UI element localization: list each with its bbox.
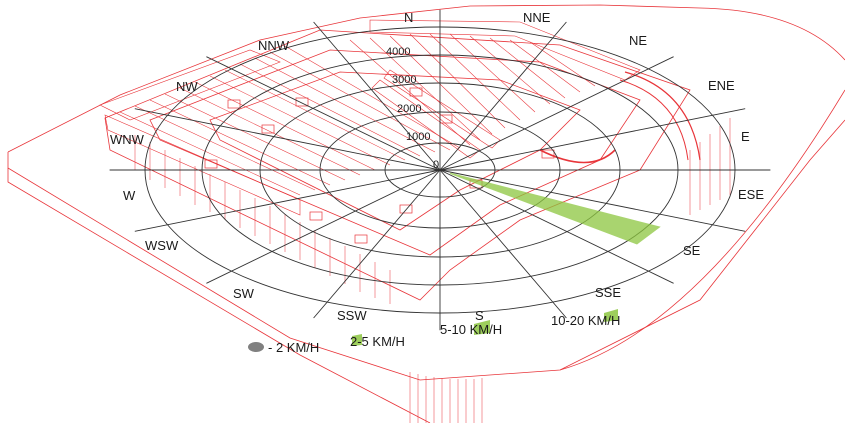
roof-ribs xyxy=(119,33,596,196)
dir-label-se: SE xyxy=(683,243,701,258)
legend-swatch-medium xyxy=(474,320,490,335)
right-columns xyxy=(689,118,731,215)
range-label-2000: 2000 xyxy=(397,103,421,115)
curved-canopy xyxy=(624,71,701,161)
dir-label-ese: ESE xyxy=(738,187,764,202)
spoke-se xyxy=(439,169,674,284)
curved-canopy-arc xyxy=(539,149,616,164)
range-label-0: 0 xyxy=(433,159,439,171)
legend-swatch-small xyxy=(352,334,362,346)
dir-label-ne: NE xyxy=(629,33,647,48)
site-slab-lower xyxy=(7,168,431,423)
wing-lines xyxy=(99,19,641,216)
dir-label-wsw: WSW xyxy=(145,238,179,253)
curved-canopy-inner xyxy=(619,79,689,161)
slab-hatch xyxy=(409,372,483,423)
dir-label-e: E xyxy=(741,129,750,144)
spoke-sse xyxy=(439,169,567,319)
range-labels: 0 1000 2000 3000 4000 xyxy=(386,46,439,171)
dir-label-nnw: NNW xyxy=(258,38,290,53)
legend-label-0-2: - 2 KM/H xyxy=(268,340,319,355)
legend-label-2-5: 2-5 KM/H xyxy=(350,334,405,349)
spoke-nne xyxy=(439,21,567,171)
spoke-nnw xyxy=(313,21,441,171)
spoke-ne xyxy=(439,56,674,171)
spoke-wnw xyxy=(134,108,441,171)
spoke-ene xyxy=(439,108,746,171)
direction-labels: N NNE NE ENE E ESE SE SSE S SSW SW WSW W… xyxy=(110,10,764,323)
range-label-3000: 3000 xyxy=(392,74,416,86)
dir-label-w: W xyxy=(123,188,136,203)
site-slab-top xyxy=(7,4,845,153)
dir-label-ene: ENE xyxy=(708,78,735,93)
dir-label-sw: SW xyxy=(233,286,255,301)
spoke-wsw xyxy=(134,169,441,232)
spoke-ssw xyxy=(313,169,441,319)
dir-label-wnw: WNW xyxy=(110,132,145,147)
wind-speed-legend: - 2 KM/H 2-5 KM/H 5-10 KM/H 10-20 KM/H xyxy=(248,309,620,355)
legend-label-5-10: 5-10 KM/H xyxy=(440,322,502,337)
site-slab-bottom-edge xyxy=(7,119,845,381)
dir-label-nw: NW xyxy=(176,79,198,94)
legend-swatch-dot xyxy=(248,342,264,352)
wind-sector-se xyxy=(449,172,661,245)
range-label-1000: 1000 xyxy=(406,131,430,143)
spoke-ese xyxy=(439,169,746,232)
dir-label-nne: NNE xyxy=(523,10,551,25)
dir-label-s: S xyxy=(475,308,484,323)
facade-columns xyxy=(134,135,391,304)
rose-grid xyxy=(109,9,771,331)
building-outline xyxy=(104,29,691,301)
spoke-nw xyxy=(206,56,441,171)
dir-label-ssw: SSW xyxy=(337,308,367,323)
building-core xyxy=(209,71,581,231)
legend-swatch-large xyxy=(604,309,618,322)
spoke-sw xyxy=(206,169,441,284)
dir-label-n: N xyxy=(404,10,413,25)
legend-label-10-20: 10-20 KM/H xyxy=(551,313,620,328)
site-slab-curve xyxy=(559,89,845,371)
site-plan xyxy=(7,4,845,423)
range-label-4000: 4000 xyxy=(386,46,410,58)
dir-label-sse: SSE xyxy=(595,285,621,300)
